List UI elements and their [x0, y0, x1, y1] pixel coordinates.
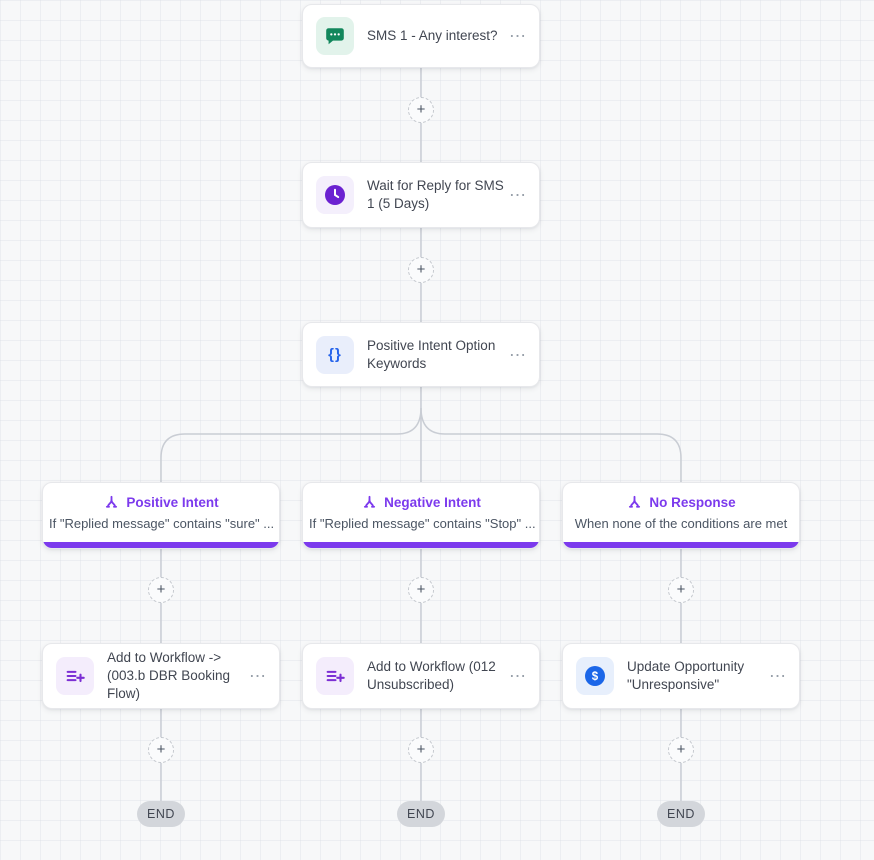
- branch-condition: If "Replied message" contains "sure" ...: [49, 516, 275, 531]
- branch-split-icon: [103, 494, 120, 511]
- add-step-button[interactable]: +: [148, 737, 174, 763]
- sms-message-icon: [316, 17, 354, 55]
- branch-condition: When none of the conditions are met: [574, 516, 788, 531]
- branch-negative-intent[interactable]: Negative Intent If "Replied message" con…: [302, 482, 540, 549]
- branch-positive-intent[interactable]: Positive Intent If "Replied message" con…: [42, 482, 280, 549]
- node-title: Add to Workflow (012 Unsubscribed): [367, 659, 496, 692]
- add-to-workflow-list-plus-icon: [56, 657, 94, 695]
- add-step-button[interactable]: +: [668, 577, 694, 603]
- custom-value-braces-icon: {}: [316, 335, 354, 374]
- node-menu-button[interactable]: ⋯: [245, 666, 271, 687]
- branch-header: No Response: [563, 494, 799, 511]
- add-step-button[interactable]: +: [408, 577, 434, 603]
- node-menu-button[interactable]: ⋯: [505, 344, 531, 365]
- node-title: Add to Workflow -> (003.b DBR Booking Fl…: [107, 650, 231, 701]
- branch-condition: If "Replied message" contains "Stop" ...: [309, 516, 536, 531]
- dollar-glyph: $: [592, 671, 599, 683]
- node-menu-button[interactable]: ⋯: [505, 26, 531, 47]
- node-menu-button[interactable]: ⋯: [765, 666, 791, 687]
- node-positive-intent-keywords[interactable]: {} Positive Intent Option Keywords ⋯: [302, 322, 540, 387]
- add-step-button[interactable]: +: [408, 737, 434, 763]
- branch-accent-bar: [563, 542, 799, 548]
- add-to-workflow-list-plus-icon: [316, 657, 354, 695]
- node-menu-button[interactable]: ⋯: [505, 666, 531, 687]
- branch-header: Positive Intent: [43, 494, 279, 511]
- add-step-button[interactable]: +: [408, 257, 434, 283]
- end-badge: END: [657, 801, 705, 827]
- branch-no-response[interactable]: No Response When none of the conditions …: [562, 482, 800, 549]
- node-wait-for-reply[interactable]: Wait for Reply for SMS 1 (5 Days) ⋯: [302, 162, 540, 228]
- branch-title: Positive Intent: [126, 495, 219, 510]
- node-title: SMS 1 - Any interest?: [367, 28, 498, 44]
- add-step-button[interactable]: +: [408, 97, 434, 123]
- node-title: Wait for Reply for SMS 1 (5 Days): [367, 178, 504, 211]
- branch-accent-bar: [43, 542, 279, 548]
- end-badge: END: [137, 801, 185, 827]
- branch-header: Negative Intent: [303, 494, 539, 511]
- opportunity-dollar-icon: $: [576, 657, 614, 695]
- node-add-to-workflow-dbr[interactable]: Add to Workflow -> (003.b DBR Booking Fl…: [42, 643, 280, 709]
- branch-split-icon: [626, 494, 643, 511]
- node-add-to-workflow-unsubscribed[interactable]: Add to Workflow (012 Unsubscribed) ⋯: [302, 643, 540, 709]
- branch-title: No Response: [649, 495, 736, 510]
- wait-clock-icon: [316, 176, 354, 214]
- add-step-button[interactable]: +: [668, 737, 694, 763]
- node-sms-1[interactable]: SMS 1 - Any interest? ⋯: [302, 4, 540, 68]
- branch-accent-bar: [303, 542, 539, 548]
- branch-split-icon: [361, 494, 378, 511]
- branch-title: Negative Intent: [384, 495, 481, 510]
- node-title: Positive Intent Option Keywords: [367, 337, 496, 371]
- node-menu-button[interactable]: ⋯: [505, 185, 531, 206]
- end-badge: END: [397, 801, 445, 827]
- node-title: Update Opportunity "Unresponsive": [627, 659, 745, 692]
- node-update-opportunity[interactable]: $ Update Opportunity "Unresponsive" ⋯: [562, 643, 800, 709]
- add-step-button[interactable]: +: [148, 577, 174, 603]
